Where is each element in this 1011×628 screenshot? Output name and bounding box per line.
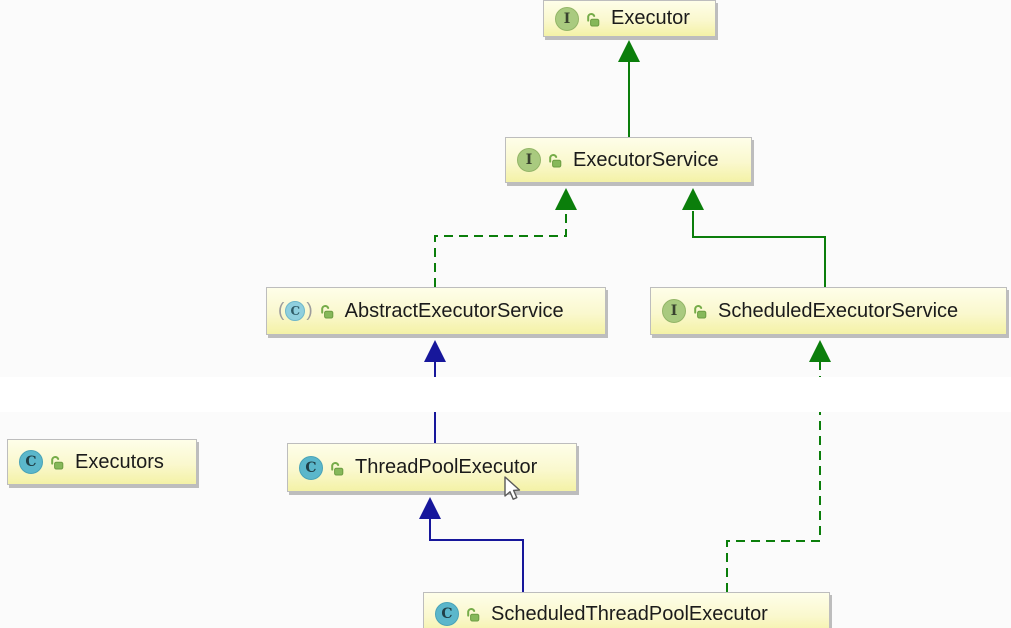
class-node-executor[interactable]: I Executor: [543, 0, 716, 37]
class-name-label: AbstractExecutorService: [344, 299, 564, 322]
class-name-label: ScheduledThreadPoolExecutor: [491, 602, 768, 625]
class-node-scheduledthreadpoolexecutor[interactable]: C ScheduledThreadPoolExecutor: [423, 592, 830, 628]
class-icon: C: [19, 450, 43, 474]
horizontal-band-artifact: [0, 377, 1011, 412]
class-icon: C: [299, 455, 323, 480]
unlocked-lock-icon: [329, 460, 345, 476]
class-name-label: Executor: [611, 7, 690, 29]
unlocked-lock-icon: [547, 152, 563, 168]
unlocked-lock-icon: [319, 303, 335, 319]
mouse-cursor: [504, 476, 521, 500]
edge-executorservice-extends-executor: [618, 40, 640, 137]
unlocked-lock-icon: [692, 303, 708, 319]
class-name-label: Executors: [75, 450, 164, 473]
class-node-abstractexecutorservice[interactable]: C AbstractExecutorService: [266, 287, 606, 335]
edge-scheduledthreadpoolexecutor-extends-threadpoolexecutor: [419, 497, 524, 592]
unlocked-lock-icon: [465, 606, 481, 622]
class-node-scheduledexecutorservice[interactable]: I ScheduledExecutorService: [650, 287, 1007, 335]
class-name-label: ScheduledExecutorService: [718, 299, 959, 322]
unlocked-lock-icon: [49, 454, 65, 470]
class-node-executors[interactable]: C Executors: [7, 439, 197, 485]
class-name-label: ExecutorService: [573, 148, 719, 171]
edge-scheduledthreadpoolexecutor-implements-scheduledexecutorservice: [726, 340, 831, 592]
class-node-threadpoolexecutor[interactable]: C ThreadPoolExecutor: [287, 443, 577, 492]
class-icon: C: [435, 602, 459, 626]
interface-icon: I: [517, 148, 541, 172]
abstract-class-icon: C: [278, 300, 313, 322]
class-node-executorservice[interactable]: I ExecutorService: [505, 137, 752, 183]
edge-abstractexecutorservice-implements-executorservice: [434, 188, 577, 287]
class-name-label: ThreadPoolExecutor: [355, 456, 538, 478]
interface-icon: I: [662, 299, 686, 323]
edge-scheduledexecutorservice-extends-executorservice: [682, 188, 826, 287]
unlocked-lock-icon: [585, 11, 601, 27]
interface-icon: I: [555, 6, 579, 31]
